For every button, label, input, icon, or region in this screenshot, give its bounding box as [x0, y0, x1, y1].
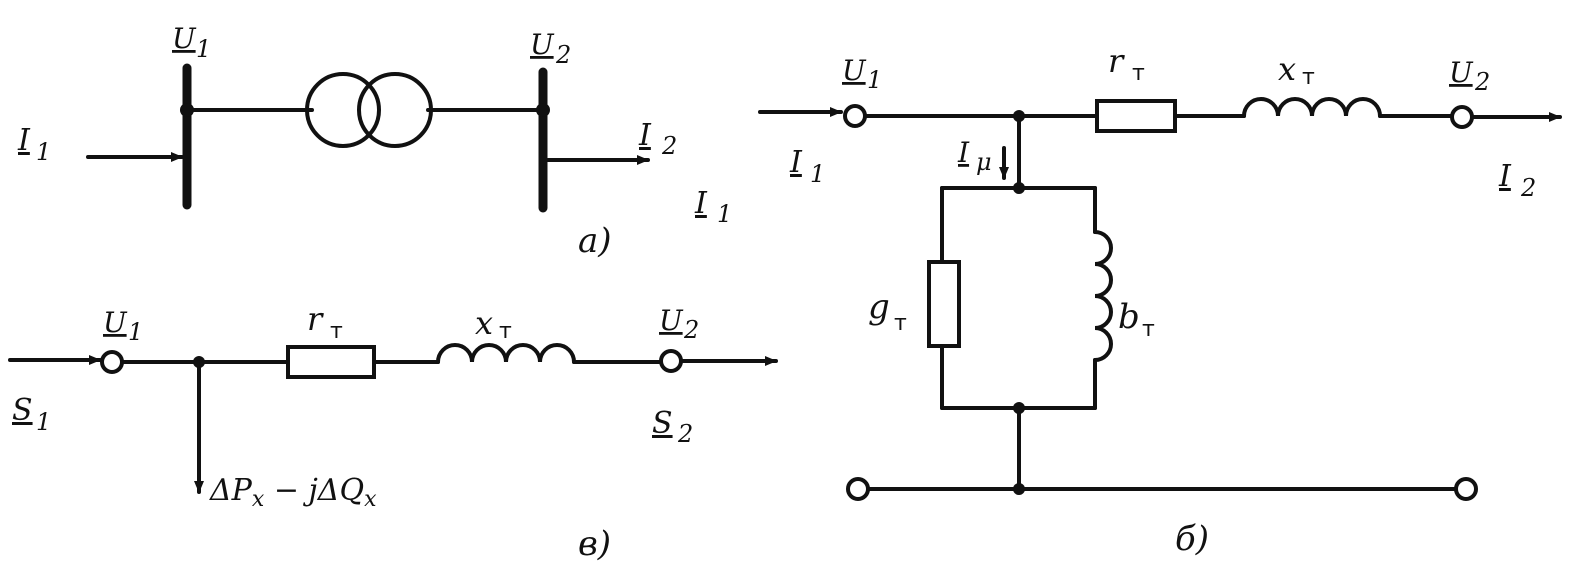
transformer-winding-2	[357, 72, 433, 148]
caption-b: б)	[1175, 519, 1209, 559]
label-b-rt: r	[1108, 42, 1125, 80]
label-v-xt-sub: т	[499, 319, 512, 344]
caption-a: a)	[578, 221, 612, 261]
label-a-i2: I	[638, 118, 652, 153]
label-b-imu-sub: μ	[976, 148, 992, 176]
label-a-i1-left-sub: 1	[36, 138, 51, 166]
resistor-v-rt	[286, 345, 376, 379]
label-a-i2-sub: 2	[661, 132, 677, 160]
terminal-b-2	[1450, 105, 1474, 129]
terminal-v-2	[659, 349, 683, 373]
terminal-b-4	[1454, 477, 1478, 501]
label-b-u1: U	[842, 54, 867, 87]
label-v-u2-sub: 2	[683, 316, 699, 344]
terminal-b-1	[843, 104, 867, 128]
label-v-u1-sub: 1	[128, 318, 143, 346]
label-a-i1-left: I	[17, 123, 31, 158]
label-v-u2: U	[659, 304, 684, 337]
label-b-u1-sub: 1	[867, 66, 882, 94]
terminal-v-1	[100, 350, 124, 374]
transformer-winding-1	[305, 72, 381, 148]
label-b-gt: g	[868, 287, 890, 327]
label-a-u1-sub: 1	[196, 35, 211, 63]
label-b-u2: U	[1449, 56, 1474, 89]
label-b-xt-sub: т	[1302, 65, 1315, 90]
label-b-i2-sub: 2	[1520, 174, 1536, 202]
label-b-xt: x	[1278, 50, 1296, 88]
label-v-rt-sub: т	[330, 319, 343, 344]
inductor-v-xt	[436, 343, 576, 364]
label-a-u1: U	[172, 22, 197, 55]
label-b-bt: b	[1118, 297, 1140, 337]
label-b-i1: I	[789, 145, 803, 180]
diagram-b: U 1 U 2 I 1 I 2 I μ r т x т g т b т б)	[758, 42, 1562, 559]
label-b-i1-sub: 1	[810, 160, 825, 188]
susceptance-b-bt	[1093, 230, 1113, 362]
label-b-gt-sub: т	[894, 311, 907, 336]
label-v-loss: ΔPx − jΔQx	[209, 473, 377, 512]
diagram-a: U 1 U 2 I 1 I 2 I 1 a)	[17, 22, 732, 261]
label-v-xt: x	[475, 304, 493, 342]
node-a-2	[536, 103, 550, 117]
label-v-s1: S	[12, 393, 33, 428]
label-b-u2-sub: 2	[1474, 68, 1490, 96]
caption-v: в)	[578, 524, 611, 564]
diagram-v: U 1 U 2 S 1 S 2 r т x т ΔPx − jΔQx в)	[8, 300, 778, 564]
label-b-rt-sub: т	[1132, 61, 1145, 86]
label-a-i1-right: I	[694, 186, 708, 221]
node-b-bottom	[1013, 483, 1025, 495]
label-a-u2-sub: 2	[555, 41, 571, 69]
label-a-i1-right-sub: 1	[717, 200, 732, 228]
inductor-b-xt	[1242, 97, 1382, 118]
label-v-rt: r	[307, 300, 324, 338]
terminal-b-3	[846, 477, 870, 501]
label-v-s2: S	[652, 406, 673, 441]
conductance-b-gt	[927, 260, 961, 348]
label-b-i2: I	[1498, 159, 1512, 194]
node-a-1	[180, 103, 194, 117]
label-v-s2-sub: 2	[677, 420, 693, 448]
label-b-imu: I	[957, 136, 970, 169]
label-v-s1-sub: 1	[36, 408, 51, 436]
label-v-u1: U	[103, 306, 128, 339]
label-b-bt-sub: т	[1142, 317, 1155, 342]
label-a-u2: U	[530, 28, 555, 61]
resistor-b-rt	[1095, 99, 1177, 133]
